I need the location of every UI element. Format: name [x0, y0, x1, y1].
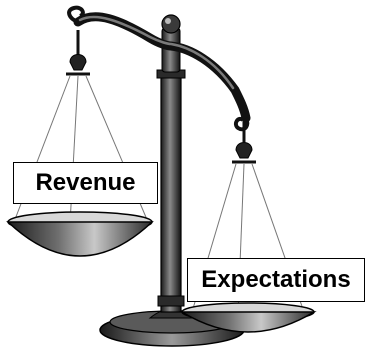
revenue-label: Revenue [13, 162, 158, 204]
scale-pole [156, 14, 186, 313]
right-pan [179, 302, 317, 333]
expectations-label: Expectations [187, 258, 365, 302]
left-pan [6, 211, 154, 257]
scale-beam [67, 5, 251, 132]
